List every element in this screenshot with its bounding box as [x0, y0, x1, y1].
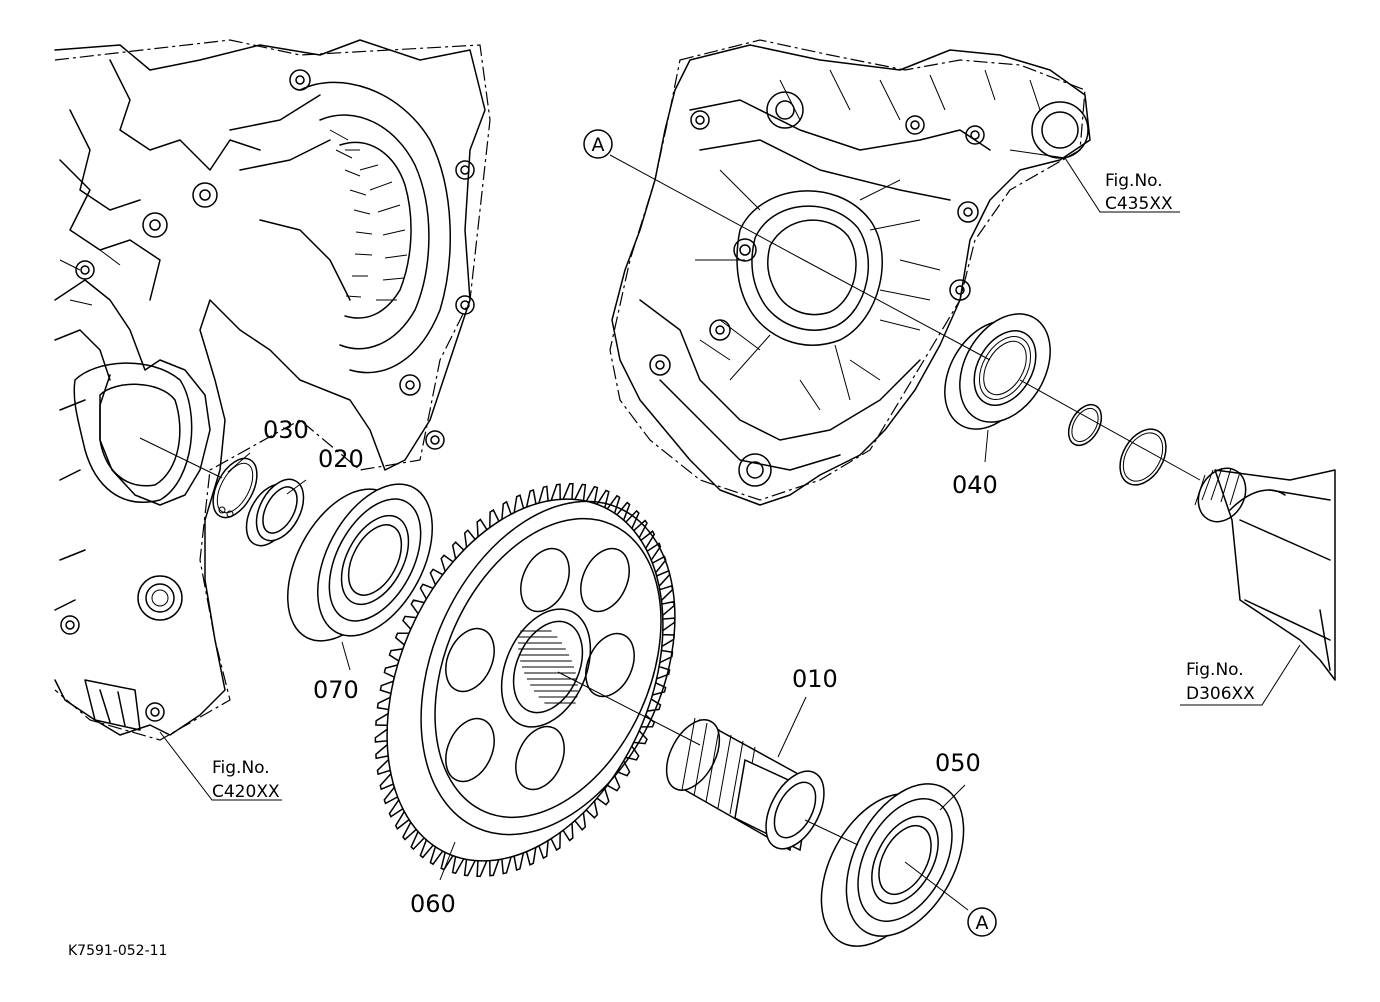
axle-shaft-assembly: [1194, 467, 1336, 681]
fig-ref-c420-label: Fig.No.: [212, 758, 270, 778]
gear-hub-splines: [518, 630, 578, 704]
right-transmission-housing: [609, 39, 1091, 506]
part-number-060: 060: [410, 890, 456, 918]
fig-ref-d306-label: Fig.No.: [1186, 660, 1244, 680]
fig-ref-d306-code: D306XX: [1186, 684, 1255, 704]
part-number-050: 050: [935, 749, 981, 777]
ball-bearing-050: [820, 783, 965, 947]
fig-ref-c435-label: Fig.No.: [1105, 171, 1163, 191]
ball-bearing-070: [286, 483, 434, 642]
fig-ref-c420-code: C420XX: [212, 782, 280, 802]
part-number-070: 070: [313, 676, 359, 704]
assembly-axis-lines: [139, 154, 1201, 911]
part-number-labels: 030 020 070 060 010 050 040: [263, 416, 998, 918]
alignment-mark-top: A: [583, 129, 613, 159]
part-number-030: 030: [263, 416, 309, 444]
figure-reference-labels: Fig.No. C435XX Fig.No. C420XX Fig.No. D3…: [212, 171, 1255, 802]
snap-rings-right: [1067, 403, 1167, 486]
alignment-letter-top: A: [592, 134, 605, 156]
gear-060: [374, 483, 676, 877]
drawing-code: K7591-052-11: [68, 943, 167, 959]
part-number-040: 040: [952, 471, 998, 499]
part-number-020: 020: [318, 445, 364, 473]
part-number-010: 010: [792, 665, 838, 693]
fig-ref-c435-code: C435XX: [1105, 194, 1173, 214]
alignment-mark-bottom: A: [967, 907, 997, 937]
alignment-letter-bottom: A: [976, 912, 989, 934]
snap-ring-030: [212, 457, 258, 519]
left-transmission-housing: [54, 39, 491, 741]
collar-020: [245, 478, 305, 547]
leader-lines: [159, 149, 1301, 881]
spline-sleeve-010: [665, 717, 825, 852]
